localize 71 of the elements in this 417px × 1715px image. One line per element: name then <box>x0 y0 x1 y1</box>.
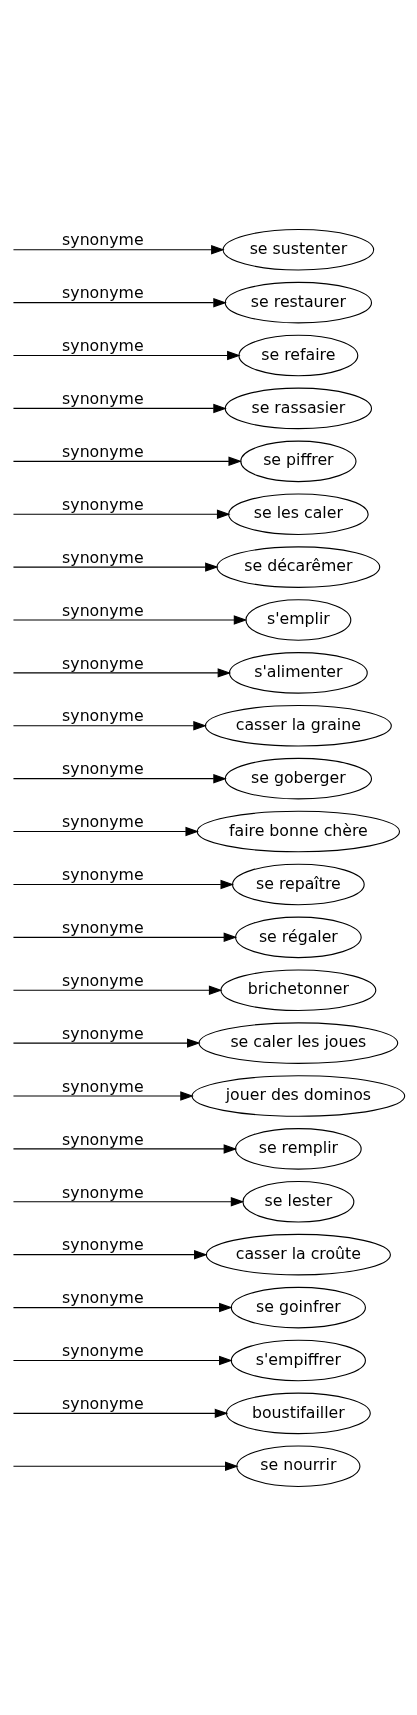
node-ellipse: se régaler <box>235 916 362 958</box>
edge-label: synonyme <box>62 970 144 990</box>
edge-label: synonyme <box>62 1287 144 1307</box>
node-ellipse: se nourrir <box>236 1444 361 1487</box>
arrow <box>12 1302 233 1312</box>
edge-label: synonyme <box>62 917 144 937</box>
edge-label: synonyme <box>62 811 144 831</box>
node-ellipse: se goberger <box>224 757 373 799</box>
arrow <box>12 773 227 783</box>
node-ellipse: se goinfrer <box>230 1286 366 1328</box>
node-ellipse: faire bonne chère <box>196 810 401 852</box>
edge-label: synonyme <box>62 1393 144 1413</box>
arrow <box>12 720 207 730</box>
node-ellipse: se caler les joues <box>198 1021 399 1064</box>
arrow <box>12 1090 194 1101</box>
edge-label: synonyme <box>62 388 144 408</box>
arrow <box>12 403 227 413</box>
node-ellipse: s'emplir <box>245 598 352 641</box>
edge-label: synonyme <box>62 1182 144 1202</box>
arrow <box>12 350 241 360</box>
node-ellipse: se refaire <box>238 334 359 376</box>
edge-label: synonyme <box>62 758 144 778</box>
edge-label: synonyme <box>62 653 144 673</box>
node-ellipse: boustifailler <box>225 1392 371 1434</box>
node-ellipse: se piffrer <box>240 440 357 482</box>
arrow <box>12 1249 208 1259</box>
edge-label: synonyme <box>62 335 144 355</box>
node-ellipse: se restaurer <box>224 281 373 323</box>
node-ellipse: casser la croûte <box>205 1233 391 1275</box>
arrow <box>12 561 219 572</box>
edge-label: synonyme <box>62 600 144 620</box>
arrow <box>12 1461 239 1471</box>
edge-label: synonyme <box>62 1234 144 1254</box>
arrow <box>12 297 227 307</box>
node-ellipse: se décarêmer <box>216 545 381 588</box>
arrow <box>12 1408 229 1418</box>
arrow <box>12 1037 201 1048</box>
arrow <box>12 456 242 466</box>
edge-label: synonyme <box>62 547 144 567</box>
arrow <box>12 1355 233 1365</box>
edge-label: synonyme <box>62 864 144 884</box>
edge-label: synonyme <box>62 282 144 302</box>
arrow <box>12 614 248 625</box>
node-ellipse: se lester <box>242 1180 355 1223</box>
arrow <box>12 1196 245 1207</box>
edge-label: synonyme <box>62 494 144 514</box>
node-ellipse: se sustenter <box>222 228 375 271</box>
node-ellipse: brichetonner <box>220 968 377 1011</box>
node-ellipse: jouer des dominos <box>191 1074 406 1117</box>
edge-label: synonyme <box>62 706 144 725</box>
arrow <box>12 932 238 942</box>
arrow <box>12 667 232 678</box>
edge-label: synonyme <box>62 229 144 249</box>
arrow <box>12 985 223 995</box>
arrow <box>12 879 234 889</box>
node-ellipse: se les caler <box>228 492 369 535</box>
edge-label: synonyme <box>62 1076 144 1096</box>
edge-label: synonyme <box>62 1023 144 1043</box>
node-ellipse: s'empiffrer <box>230 1339 366 1381</box>
node-ellipse: s'alimenter <box>228 651 368 694</box>
edge-label: synonyme <box>62 1129 144 1149</box>
arrow <box>12 508 231 519</box>
edge-label: synonyme <box>62 441 144 461</box>
node-ellipse: se remplir <box>235 1127 362 1170</box>
node-ellipse: casser la graine <box>204 704 392 747</box>
edge-label: synonyme <box>62 1340 144 1360</box>
node-ellipse: se repaître <box>232 863 365 905</box>
arrow <box>12 826 199 836</box>
node-ellipse: se rassasier <box>224 387 373 429</box>
arrow <box>12 244 225 254</box>
arrow <box>12 1143 238 1154</box>
